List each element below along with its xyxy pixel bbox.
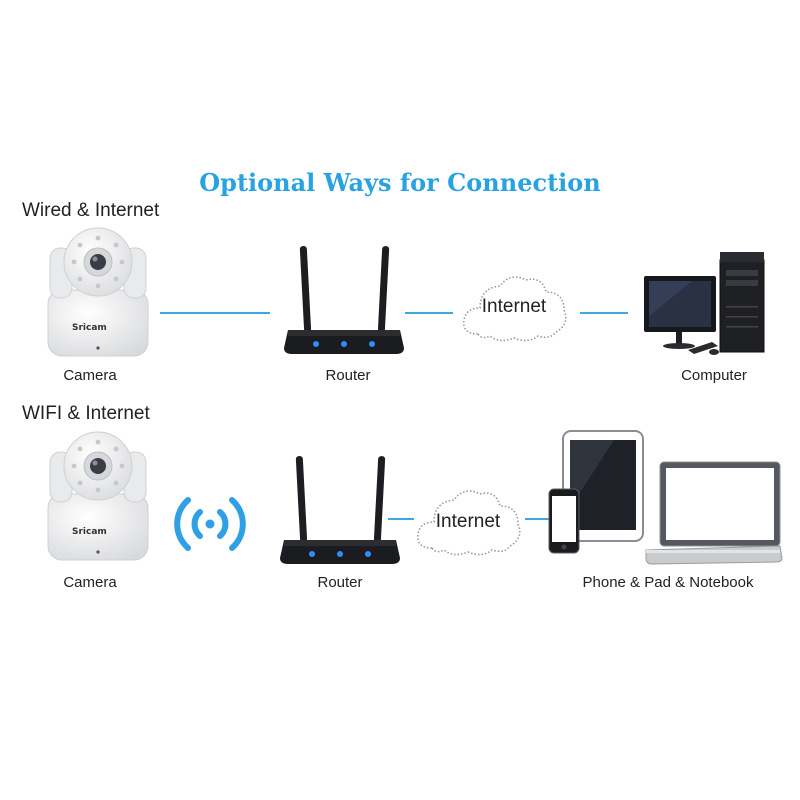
connection-line [525,518,551,520]
phone-icon [548,488,580,554]
svg-text:Sricam: Sricam [72,527,107,537]
ip-camera-icon: Sricam [42,224,154,360]
diagram-title: Optional Ways for Connection [199,168,601,197]
tablet-icon [562,430,644,542]
ip-camera-icon: Sricam [42,428,154,564]
connection-line [580,312,628,314]
router-icon [282,238,406,358]
laptop-icon [644,458,784,566]
router-label: Router [317,574,363,591]
cloud-label: Internet [435,511,501,532]
router-icon [278,448,402,568]
router-label: Router [325,367,371,384]
svg-text:Sricam: Sricam [72,323,107,333]
section-heading-wifi: WIFI & Internet [22,403,150,424]
camera-label: Camera [63,574,117,591]
wifi-signal-icon [172,486,248,562]
desktop-computer-icon [642,246,782,358]
section-heading-wired: Wired & Internet [22,200,160,221]
connection-line [160,312,270,314]
devices-label: Phone & Pad & Notebook [582,574,754,591]
camera-label: Camera [63,367,117,384]
cloud-icon [458,268,572,348]
cloud-icon [412,482,526,562]
computer-label: Computer [681,367,747,384]
cloud-label: Internet [481,296,547,317]
connection-line [388,518,414,520]
connection-line [405,312,453,314]
